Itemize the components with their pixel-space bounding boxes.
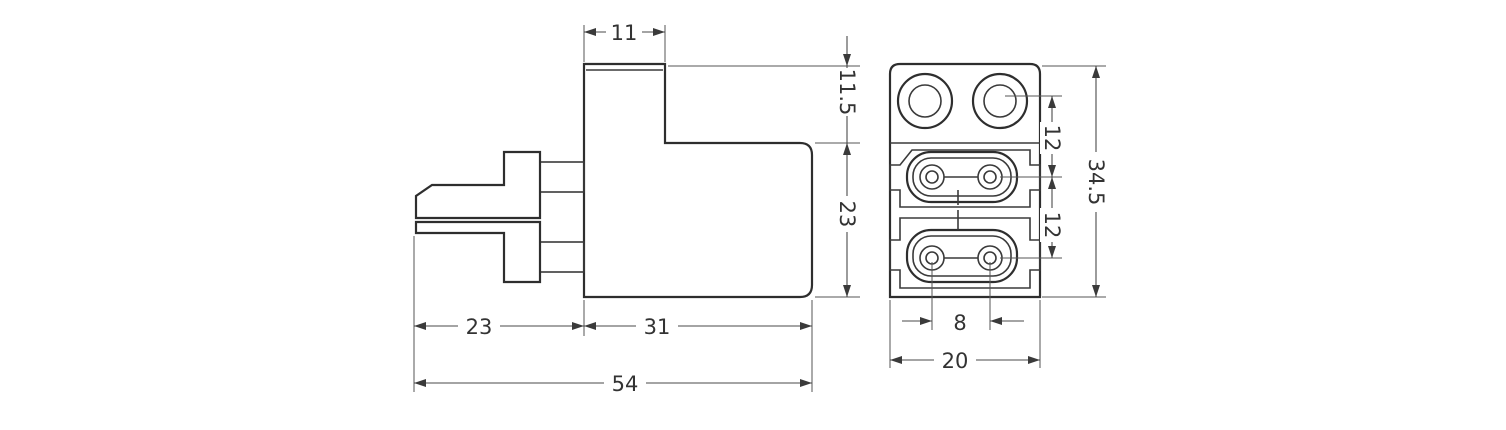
- dim-top-width: 11: [611, 21, 638, 45]
- dim-pin-spacing: 8: [953, 311, 966, 335]
- front-view-dimensions: 12 12 34.5 8 20: [889, 65, 1108, 373]
- top-holes: [896, 72, 1029, 130]
- side-body-outline: [582, 62, 814, 299]
- front-body-outline: [888, 62, 1042, 299]
- upper-terminal-pair: [889, 149, 1041, 208]
- side-view: [414, 62, 814, 299]
- dim-overall-height: 34.5: [1084, 159, 1108, 206]
- dim-pitch-lower: 12: [1040, 212, 1064, 239]
- dim-overall-width: 20: [942, 349, 969, 373]
- dim-body-height: 23: [835, 201, 859, 228]
- dim-body-length: 31: [644, 315, 671, 339]
- dim-pitch-upper: 12: [1040, 125, 1064, 152]
- side-view-dimensions: 11 11.5 23 23 31 54: [413, 20, 860, 396]
- dim-top-height: 11.5: [835, 69, 859, 116]
- front-view: [888, 62, 1042, 299]
- dim-overall-length: 54: [612, 372, 639, 396]
- dim-pin-length: 23: [466, 315, 493, 339]
- lower-terminal-pair: [889, 210, 1041, 289]
- side-pins: [414, 150, 585, 284]
